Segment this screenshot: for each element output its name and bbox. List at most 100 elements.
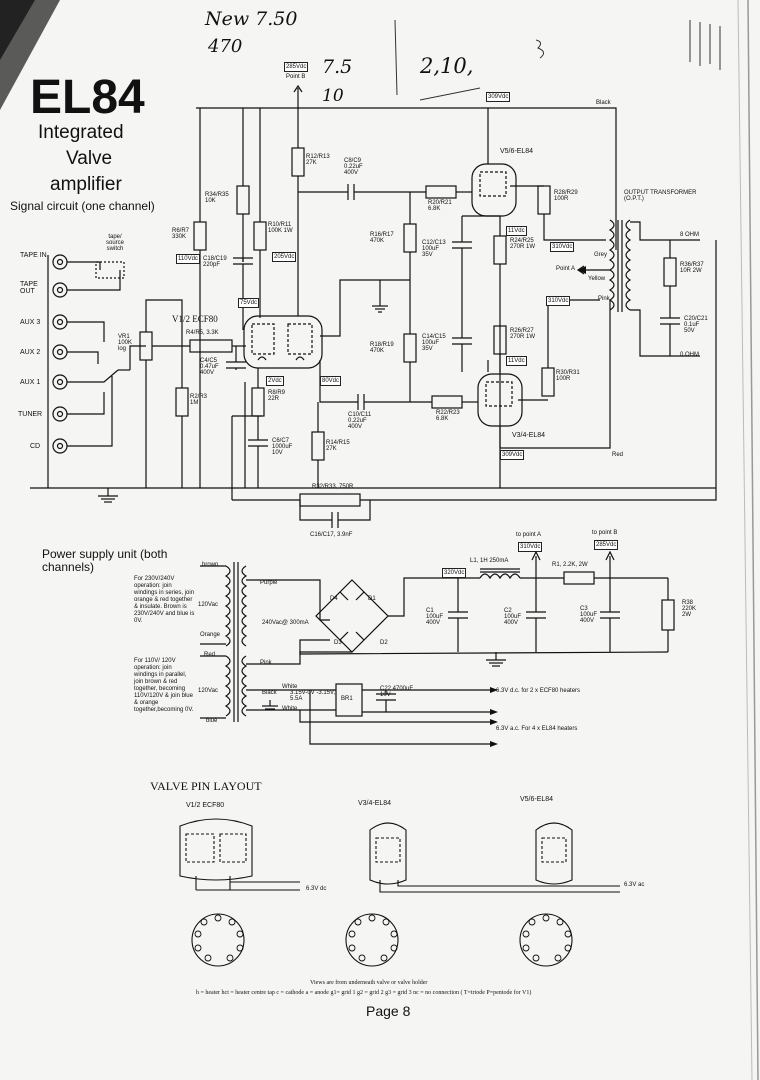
handwritten-note: 10 — [322, 86, 344, 106]
component-label: R28/R29 100R — [554, 190, 578, 202]
component-label: C22 4700uF 10V — [380, 686, 414, 698]
wire-label: Black — [262, 690, 277, 696]
component-label: C20/C21 0.1uF 50V — [684, 316, 708, 334]
valve-label: V5/6-EL84 — [520, 796, 554, 803]
diode-label: D4 — [330, 596, 338, 602]
valve-label: V3/4-EL84 — [512, 432, 546, 439]
component-label: R34/R35 10K — [205, 192, 229, 204]
component-label: R4/R5, 3.3K — [186, 330, 219, 336]
voltage-tag: 80Vdc — [320, 376, 342, 386]
voltage-tag: 309Vdc — [500, 450, 525, 460]
terminal-label: 8 OHM — [680, 232, 700, 238]
handwritten-note: New 7.50 — [205, 8, 298, 30]
wire-label: Red — [204, 652, 216, 658]
wire-label: blue — [206, 718, 218, 724]
note-text: For 230V/240V operation: join windings i… — [134, 576, 195, 624]
valve-label: V5/6-EL84 — [500, 148, 534, 155]
page-number: Page 8 — [366, 1003, 411, 1019]
component-label: R2/R3 1M — [190, 394, 208, 406]
voltage-tag: 285Vdc — [594, 540, 619, 550]
component-label: C2 100uF 400V — [504, 608, 522, 626]
voltage-tag: 309Vdc — [486, 92, 511, 102]
note-text: For 110V/ 120V operation: join windings … — [134, 658, 194, 713]
component-label: C10/C11 0.22uF 400V — [348, 412, 372, 430]
voltage-tag: 11Vdc — [506, 356, 527, 366]
voltage-tag: 205Vdc — [272, 252, 297, 262]
input-label: CD — [30, 443, 41, 450]
voltage-tag: 320Vdc — [442, 568, 467, 578]
input-label: AUX 1 — [20, 379, 41, 386]
heater-supply-label: 6.3V d.c. for 2 x ECF80 heaters — [496, 688, 581, 694]
input-label: AUX 2 — [20, 349, 41, 356]
valve-label: V1/2 ECF80 — [186, 802, 225, 809]
component-label: C6/C7 1000uF 10V — [272, 438, 293, 456]
input-label: TAPE IN — [20, 252, 47, 259]
section-title: Power supply unit (both channels) — [42, 547, 168, 574]
component-label: R32/R33, 750R — [312, 484, 354, 490]
component-label: C3 100uF 400V — [580, 606, 598, 624]
winding-label: 3.15V-0V -3.15V, 5.5A — [290, 690, 336, 702]
point-label: to point B — [592, 530, 618, 536]
wire-label: Red — [612, 452, 624, 458]
handwritten-note: 2,10, — [420, 54, 474, 78]
component-label: L1, 1H 250mA — [470, 558, 509, 564]
terminal-label: 0 OHM — [680, 352, 700, 358]
voltage-tag: 2Vdc — [266, 376, 284, 386]
wire-label: Pink — [260, 660, 272, 666]
component-label: R18/R19 470K — [370, 342, 394, 354]
wire-label: Grey — [594, 252, 608, 258]
voltage-tag: 285Vdc — [284, 62, 309, 72]
subtitle-line: Valve — [66, 148, 113, 169]
component-label: R20/R21 6.8K — [428, 200, 452, 212]
heater-supply-label: 6.3V dc — [306, 886, 327, 892]
wire-label: Yellow — [588, 276, 606, 282]
component-label: R38 220K 2W — [682, 600, 697, 618]
wire-label: Orange — [200, 632, 221, 638]
component-label: R16/R17 470K — [370, 232, 394, 244]
component-label: R14/R15 27K — [326, 440, 350, 452]
valve-label: V1/2 ECF80 — [172, 314, 218, 324]
voltage-tag: 310Vdc — [518, 542, 543, 552]
footnote: h = heater hct = heater centre tap c = c… — [196, 990, 532, 996]
voltage-tag: 310Vdc — [550, 242, 575, 252]
section-title: Signal circuit (one channel) — [10, 199, 155, 213]
component-label: C1 100uF 400V — [426, 608, 444, 626]
voltage-tag: 11Vdc — [506, 226, 527, 236]
component-label: R8/R9 22R — [268, 390, 286, 402]
subtitle-line: Integrated — [38, 122, 124, 143]
point-label: Point A — [556, 266, 576, 272]
winding-label: 240Vac@ 300mA — [262, 620, 309, 626]
input-label: AUX 3 — [20, 319, 41, 326]
component-label: R6/R7 330K — [172, 228, 190, 240]
footnote: Views are from underneath valve or valve… — [310, 980, 428, 986]
heater-supply-label: 6.3V a.c. For 4 x EL84 heaters — [496, 726, 578, 732]
wire-label: White — [282, 684, 298, 690]
section-title: VALVE PIN LAYOUT — [150, 779, 262, 793]
component-label: R22/R23 6.8K — [436, 410, 460, 422]
component-label: R24/R25 270R 1W — [510, 238, 536, 250]
component-label: R12/R13 27K — [306, 154, 330, 166]
component-label: R1, 2.2K, 2W — [552, 562, 588, 568]
point-label: to point A — [516, 532, 542, 538]
winding-label: 120Vac — [198, 602, 218, 608]
handwritten-note: 7.5 — [322, 56, 353, 78]
handwritten-note: 470 — [208, 36, 243, 57]
transformer-label: OUTPUT TRANSFORMER (O.P.T.) — [624, 190, 697, 202]
component-label: C16/C17, 3.9nF — [310, 532, 353, 538]
subtitle-line: amplifier — [50, 174, 122, 195]
component-label: VR1 100K log — [118, 334, 133, 352]
component-label: C4/C5 0.47uF 400V — [200, 358, 219, 376]
wire-label: Purple — [260, 580, 278, 586]
wire-label: Pink — [598, 296, 610, 302]
input-label: TUNER — [18, 411, 43, 418]
component-label: C18/C19 220pF — [203, 256, 227, 268]
component-label: R26/R27 270R 1W — [510, 328, 536, 340]
component-label: C8/C9 0.22uF 400V — [344, 158, 363, 176]
rectifier-label: BR1 — [341, 696, 353, 702]
voltage-tag: 75Vdc — [238, 298, 260, 308]
component-label: R30/R31 100R — [556, 370, 580, 382]
component-label: C12/C13 100uF 35V — [422, 240, 446, 258]
wire-label: Black — [596, 100, 611, 106]
voltage-tag: 310Vdc — [546, 296, 571, 306]
